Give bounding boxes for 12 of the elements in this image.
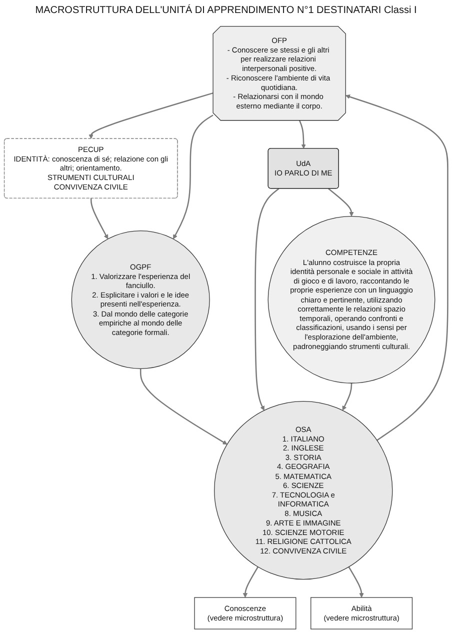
arrow — [342, 383, 352, 411]
arrow — [345, 94, 448, 441]
arrow — [140, 368, 228, 445]
arrow — [348, 566, 364, 598]
arrow — [88, 92, 214, 140]
arrow — [173, 114, 214, 240]
arrow — [254, 188, 280, 411]
arrow — [242, 566, 259, 598]
diagram-title: MACROSTRUTTURA DELL'UNITÁ DI APPRENDIMENTO N°1 DESTINATARI Classi I — [34, 5, 418, 16]
arrow — [90, 198, 108, 240]
arrow — [328, 188, 354, 217]
arrow — [298, 120, 306, 149]
